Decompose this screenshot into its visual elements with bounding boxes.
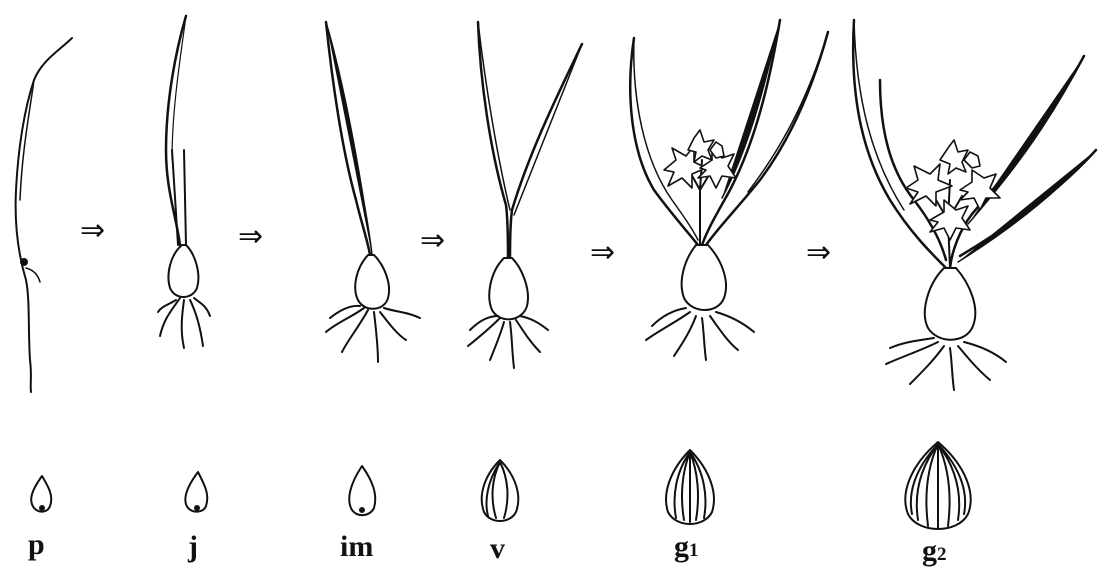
- label-j: j: [188, 532, 198, 562]
- plant-j: [158, 16, 210, 348]
- arrow-3: ⇒: [420, 226, 445, 256]
- label-v: v: [490, 534, 505, 564]
- label-g1: g1: [674, 532, 699, 562]
- label-g2-subscript: 2: [937, 544, 947, 565]
- label-g1-subscript: 1: [689, 540, 699, 561]
- arrow-4: ⇒: [590, 238, 615, 268]
- plant-p: [16, 38, 72, 392]
- plant-v: [468, 22, 582, 368]
- plant-g2: [853, 20, 1096, 390]
- plant-g1: [630, 20, 828, 360]
- section-g2: [905, 442, 970, 529]
- label-im: im: [340, 532, 373, 562]
- section-v: [482, 460, 519, 521]
- label-p: p: [28, 530, 45, 560]
- plant-im: [326, 22, 420, 362]
- label-g2: g2: [922, 536, 947, 566]
- section-p: [31, 476, 51, 512]
- section-j: [185, 472, 207, 512]
- arrow-2: ⇒: [238, 222, 263, 252]
- section-im: [349, 466, 375, 515]
- arrow-1: ⇒: [80, 216, 105, 246]
- section-g1: [666, 450, 714, 524]
- arrow-5: ⇒: [806, 238, 831, 268]
